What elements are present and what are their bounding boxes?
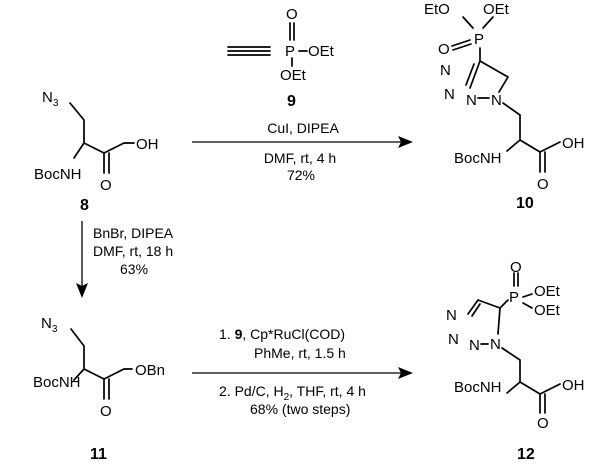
- phosphorus-label-12: P: [509, 289, 519, 306]
- carbonyl-o-label-11: O: [100, 403, 112, 420]
- compound-10-structure: EtO OEt P O N N N N BocNH OH O 10: [424, 1, 585, 212]
- step3-conditions-line2: PhMe, rt, 1.5 h: [254, 345, 346, 361]
- oet-label-9b: OEt: [280, 67, 307, 84]
- bocnh-label-8: BocNH: [34, 166, 82, 183]
- azide-label-8: N3: [42, 89, 59, 109]
- triazole-n-label-10a: N: [440, 62, 451, 79]
- triazole-n-label-12d: N: [490, 336, 501, 353]
- compound-11-structure: N3 BocNH OBn O 11: [33, 315, 165, 463]
- phosphoryl-o-label-12: O: [510, 259, 522, 276]
- compound-number-11: 11: [90, 446, 107, 463]
- carbonyl-o-label-10: O: [537, 176, 549, 193]
- bocnh-label-10: BocNH: [454, 150, 502, 167]
- reaction-arrow-1: CuI, DIPEA DMF, rt, 4 h 72%: [192, 120, 413, 183]
- step2-conditions-line2: DMF, rt, 18 h: [93, 243, 173, 259]
- oet-label-12a: OEt: [534, 283, 561, 300]
- hydroxyl-label-12: OH: [562, 377, 585, 394]
- hydroxyl-label-8: OH: [136, 136, 159, 153]
- step2-conditions-line1: BnBr, DIPEA: [93, 225, 174, 241]
- triazole-n-label-10b: N: [444, 86, 455, 103]
- bocnh-label-12: BocNH: [454, 379, 502, 396]
- compound-number-9: 9: [287, 93, 296, 110]
- bocnh-label-11: BocNH: [33, 374, 81, 391]
- compound-number-12: 12: [517, 446, 535, 463]
- reaction-arrow-2: BnBr, DIPEA DMF, rt, 18 h 63%: [76, 221, 174, 298]
- step3-yield: 68% (two steps): [250, 401, 350, 417]
- step1-conditions-line2: DMF, rt, 4 h: [264, 150, 336, 166]
- triazole-n-label-10c: N: [466, 92, 477, 109]
- carbonyl-o-label-8: O: [100, 177, 112, 194]
- reaction-arrow-3: 1. 9, Cp*RuCl(COD) PhMe, rt, 1.5 h 2. Pd…: [192, 326, 413, 417]
- compound-8-structure: N3 BocNH OH O 8: [34, 89, 159, 214]
- azide-label-11: N3: [41, 315, 58, 335]
- eto-label-10: EtO: [424, 1, 450, 18]
- compound-number-10: 10: [516, 195, 534, 212]
- hydroxyl-label-10: OH: [562, 135, 585, 152]
- compound-9-structure: O P OEt OEt 9: [227, 6, 335, 110]
- phosphorus-label-10: P: [474, 31, 484, 48]
- triazole-n-label-12c: N: [469, 337, 480, 354]
- compound-12-structure: O P OEt OEt N N N N BocNH OH O 12: [446, 259, 585, 463]
- triazole-n-label-10d: N: [491, 92, 502, 109]
- oet-label-10: OEt: [483, 1, 510, 18]
- oet-label-12b: OEt: [534, 302, 561, 319]
- step1-conditions-line1: CuI, DIPEA: [267, 120, 339, 136]
- phosphoryl-o-label-10: O: [438, 41, 450, 58]
- compound-number-8: 8: [80, 197, 89, 214]
- step3-conditions-line3: 2. Pd/C, H2, THF, rt, 4 h: [219, 383, 366, 403]
- step2-yield: 63%: [120, 261, 148, 277]
- obn-label-11: OBn: [135, 362, 165, 379]
- step1-yield: 72%: [287, 167, 315, 183]
- triazole-n-label-12a: N: [446, 307, 457, 324]
- oet-label-9a: OEt: [308, 43, 335, 60]
- carbonyl-o-label-12: O: [537, 415, 549, 432]
- phosphoryl-o-label-9: O: [286, 6, 298, 23]
- step3-conditions-line1: 1. 9, Cp*RuCl(COD): [219, 326, 345, 342]
- triazole-n-label-12b: N: [448, 331, 459, 348]
- phosphorus-label-9: P: [285, 43, 295, 60]
